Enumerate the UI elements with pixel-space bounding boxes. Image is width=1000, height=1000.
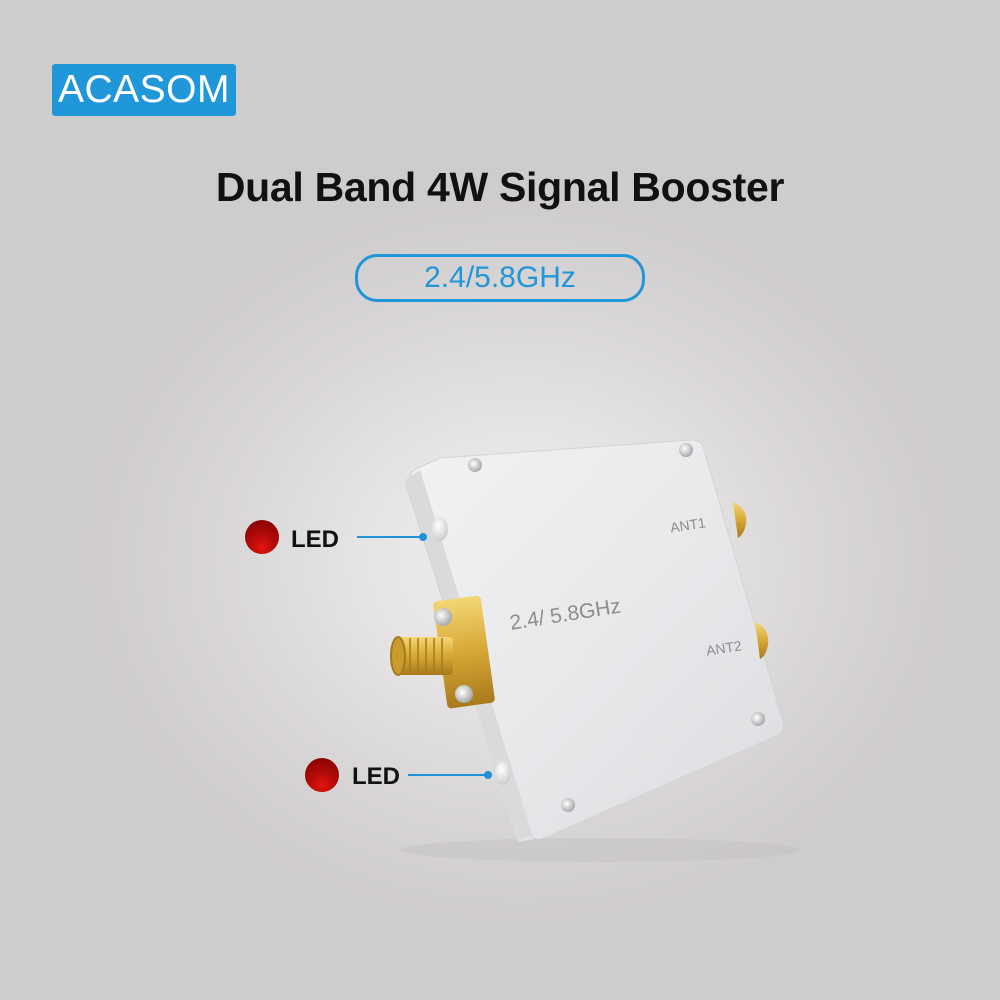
frequency-badge: 2.4/5.8GHz — [355, 254, 645, 302]
brand-logo-text: ACASOM — [57, 68, 231, 111]
led-indicator-icon — [245, 520, 279, 554]
led-label: LED — [352, 763, 400, 790]
screw-icon — [468, 443, 765, 812]
page-title: Dual Band 4W Signal Booster — [215, 164, 785, 210]
frequency-badge-text: 2.4/5.8GHz — [424, 261, 576, 294]
led-label: LED — [291, 526, 339, 553]
brand-logo: ACASOM — [52, 64, 236, 116]
leader-line — [357, 533, 427, 541]
led-indicator-icon — [305, 758, 339, 792]
leader-line — [408, 771, 492, 779]
